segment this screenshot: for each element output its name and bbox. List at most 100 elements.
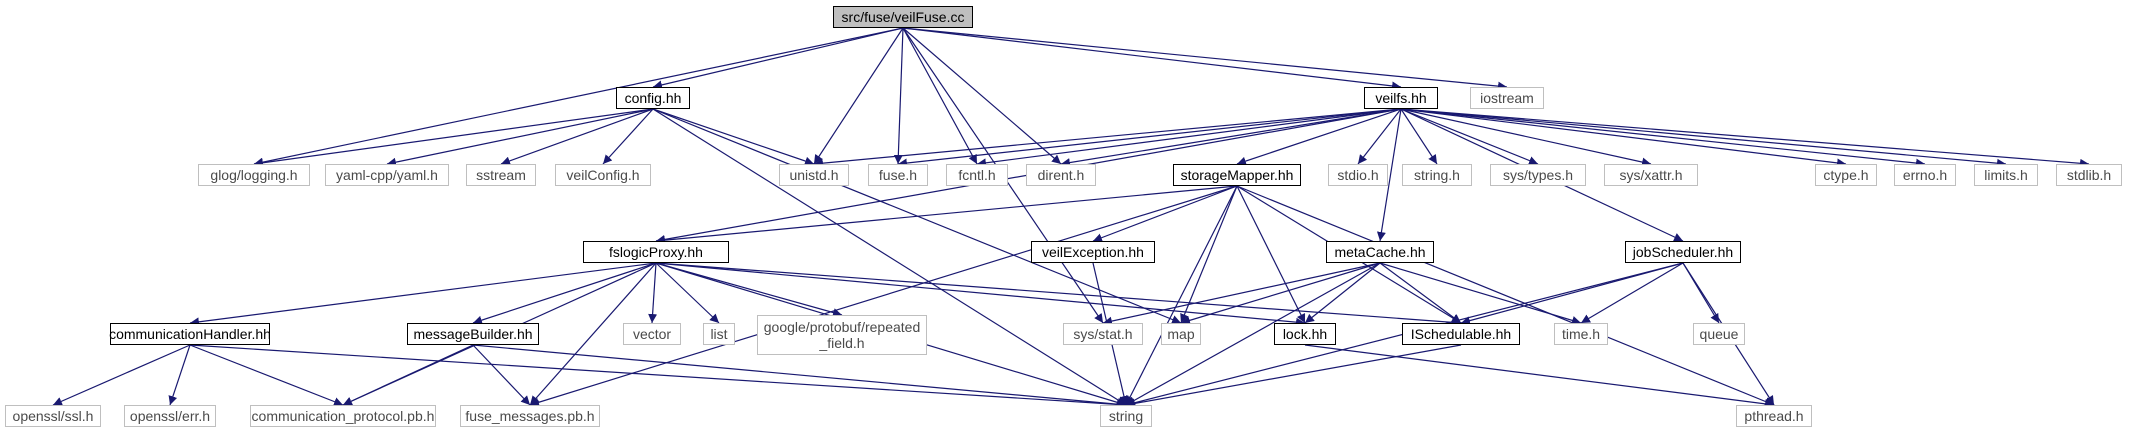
- node-metacache-hh[interactable]: metaCache.hh: [1326, 241, 1434, 263]
- edge-veilfs-to-sysxattr: [1400, 108, 1652, 167]
- node-sys-stat-h: sys/stat.h: [1063, 323, 1143, 345]
- edge-jobScheduler-to-time: [1580, 262, 1684, 324]
- node-messagebuilder-hh[interactable]: messageBuilder.hh: [407, 323, 539, 345]
- node-unistd-h: unistd.h: [779, 164, 849, 186]
- edge-storageMapper-to-map: [1180, 185, 1238, 324]
- edge-fslogicProxy-to-msgBuilder: [472, 262, 657, 325]
- node-fuse-messages-pb-h: fuse_messages.pb.h: [460, 405, 600, 427]
- node-ischedulable-hh[interactable]: ISchedulable.hh: [1402, 323, 1520, 345]
- edge-lock-to-pthread: [1304, 344, 1775, 409]
- edge-storageMapper-to-veilException: [1092, 185, 1238, 242]
- node-sys-types-h: sys/types.h: [1490, 164, 1586, 186]
- edge-config-to-string: [652, 108, 1127, 406]
- edge-fslogicProxy-to-vector: [648, 262, 658, 324]
- edge-veilfs-to-dirent: [1060, 108, 1402, 168]
- edge-veilfs-to-unistd: [813, 108, 1402, 168]
- edge-veilfs-to-metaCache: [1376, 108, 1402, 242]
- node-protobuf-repeated-field-h: google/protobuf/repeated _field.h: [757, 315, 927, 355]
- node-stdlib-h: stdlib.h: [2056, 164, 2122, 186]
- node-ctype-h: ctype.h: [1815, 164, 1877, 186]
- edge-metaCache-to-map: [1180, 262, 1381, 325]
- node-root-file[interactable]: src/fuse/veilFuse.cc: [833, 6, 973, 28]
- edge-config-to-glog: [253, 108, 654, 168]
- node-errno-h: errno.h: [1894, 164, 1956, 186]
- node-map: map: [1161, 323, 1201, 345]
- edge-veilfs-to-errno: [1400, 108, 1926, 168]
- node-queue: queue: [1693, 323, 1745, 345]
- edge-fslogicProxy-to-ischedulable: [655, 262, 1462, 327]
- edge-storageMapper-to-pthread: [1236, 185, 1775, 406]
- node-yaml-cpp-yaml-h: yaml-cpp/yaml.h: [325, 164, 449, 186]
- node-fcntl-h: fcntl.h: [946, 164, 1008, 186]
- edge-root-to-veilfs: [902, 27, 1402, 91]
- edge-config-to-sstream: [500, 108, 654, 166]
- edge-root-to-iostream: [902, 27, 1508, 91]
- node-veilfs-hh[interactable]: veilfs.hh: [1364, 87, 1438, 109]
- node-veilexception-hh[interactable]: veilException.hh: [1031, 241, 1155, 263]
- node-stdio-h: stdio.h: [1328, 164, 1388, 186]
- node-config-hh[interactable]: config.hh: [616, 87, 690, 109]
- edge-fslogicProxy-to-list: [655, 262, 720, 324]
- edge-metaCache-to-lock: [1304, 262, 1381, 324]
- edge-veilfs-to-string_h: [1400, 108, 1438, 165]
- edge-veilfs-to-fuse: [897, 108, 1402, 168]
- node-string: string: [1100, 405, 1152, 427]
- edge-config-to-veilConfig: [602, 108, 654, 165]
- edge-veilfs-to-stdlib: [1400, 108, 2090, 168]
- node-dirent-h: dirent.h: [1026, 164, 1096, 186]
- edge-fslogicProxy-to-lock: [655, 262, 1306, 327]
- node-fslogicproxy-hh[interactable]: fslogicProxy.hh: [583, 241, 729, 263]
- edge-root-to-config: [652, 27, 904, 90]
- edge-ischedulable-to-string: [1125, 344, 1462, 408]
- node-storagemapper-hh[interactable]: storageMapper.hh: [1173, 164, 1301, 186]
- edge-config-to-yaml: [386, 108, 654, 167]
- edge-root-to-dirent: [902, 27, 1062, 165]
- node-sstream: sstream: [466, 164, 536, 186]
- node-string-h: string.h: [1402, 164, 1472, 186]
- node-jobscheduler-hh[interactable]: jobScheduler.hh: [1625, 241, 1741, 263]
- edge-msgBuilder-to-fuseMsgs: [472, 344, 531, 406]
- edge-commHandler-to-opensslssl: [52, 344, 191, 406]
- edge-commHandler-to-string: [189, 344, 1127, 409]
- edge-storageMapper-to-string: [1125, 185, 1238, 406]
- node-fuse-h: fuse.h: [868, 164, 928, 186]
- node-list: list: [703, 323, 735, 345]
- edge-fslogicProxy-to-protobuf: [655, 262, 843, 317]
- edge-veilfs-to-storageMapper: [1236, 108, 1402, 166]
- node-communication-protocol-pb-h: communication_protocol.pb.h: [250, 405, 436, 427]
- edge-metaCache-to-time: [1379, 262, 1582, 325]
- edge-metaCache-to-sysstat: [1102, 262, 1381, 326]
- edge-veilfs-to-stdio: [1357, 108, 1402, 165]
- node-veilconfig-h: veilConfig.h: [555, 164, 651, 186]
- node-communicationhandler-hh[interactable]: communicationHandler.hh: [109, 323, 271, 345]
- edge-storageMapper-to-fslogicProxy: [655, 185, 1238, 245]
- node-lock-hh[interactable]: lock.hh: [1274, 323, 1336, 345]
- dependency-edges: [52, 27, 2090, 409]
- edge-commHandler-to-commProto: [189, 344, 344, 406]
- node-vector: vector: [623, 323, 681, 345]
- edge-msgBuilder-to-string: [472, 344, 1127, 409]
- edge-metaCache-to-string: [1125, 262, 1381, 406]
- edge-config-to-unistd: [652, 108, 815, 166]
- edge-msgBuilder-to-commProto: [342, 344, 474, 406]
- edge-root-to-fcntl: [902, 27, 978, 165]
- edge-storageMapper-to-lock: [1236, 185, 1306, 324]
- node-sys-xattr-h: sys/xattr.h: [1604, 164, 1698, 186]
- node-pthread-h: pthread.h: [1736, 405, 1812, 427]
- edge-root-to-unistd: [813, 27, 904, 165]
- node-limits-h: limits.h: [1974, 164, 2038, 186]
- node-glog-logging-h: glog/logging.h: [198, 164, 310, 186]
- node-openssl-err-h: openssl/err.h: [124, 405, 216, 427]
- edge-commHandler-to-opensslerr: [168, 344, 191, 406]
- edge-veilfs-to-limits: [1400, 108, 2007, 168]
- edge-veilfs-to-fcntl: [976, 108, 1402, 168]
- edge-root-to-glog: [253, 27, 904, 167]
- edge-storageMapper-to-fuseMsgs: [529, 185, 1238, 407]
- edge-veilfs-to-ctype: [1400, 108, 1847, 168]
- node-openssl-ssl-h: openssl/ssl.h: [5, 405, 101, 427]
- node-time-h: time.h: [1554, 323, 1608, 345]
- edge-veilfs-to-systypes: [1400, 108, 1539, 165]
- edge-root-to-fuse: [893, 27, 904, 165]
- edge-metaCache-to-ischedulable: [1379, 262, 1462, 324]
